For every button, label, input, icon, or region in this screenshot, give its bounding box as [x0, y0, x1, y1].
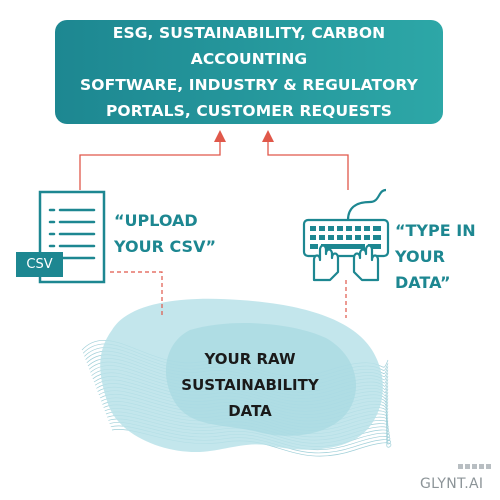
glynt-dots-logo [458, 464, 491, 469]
brand-name: GLYNT.AI [420, 476, 484, 492]
type-connector-line [267, 140, 349, 190]
csv-badge: CSV [16, 252, 63, 277]
brand-logo: GLYNT.AI [420, 462, 494, 492]
blob-inner-shape [165, 323, 357, 436]
raw-data-text: YOUR RAW SUSTAINABILITY DATA [181, 350, 319, 420]
destinations-text: ESG, SUSTAINABILITY, CARBON ACCOUNTING S… [80, 24, 418, 120]
keyboard-typing-icon [302, 188, 390, 282]
type-arrowhead [262, 130, 274, 142]
upload-arrowhead [214, 130, 226, 142]
upload-dashed-link [110, 271, 163, 318]
destinations-box: ESG, SUSTAINABILITY, CARBON ACCOUNTING S… [55, 20, 443, 124]
csv-document-icon [38, 190, 106, 284]
type-in-caption: “TYPE IN YOUR DATA” [395, 221, 476, 292]
upload-connector-line [79, 140, 221, 190]
upload-caption: “UPLOAD YOUR CSV” [114, 211, 216, 256]
